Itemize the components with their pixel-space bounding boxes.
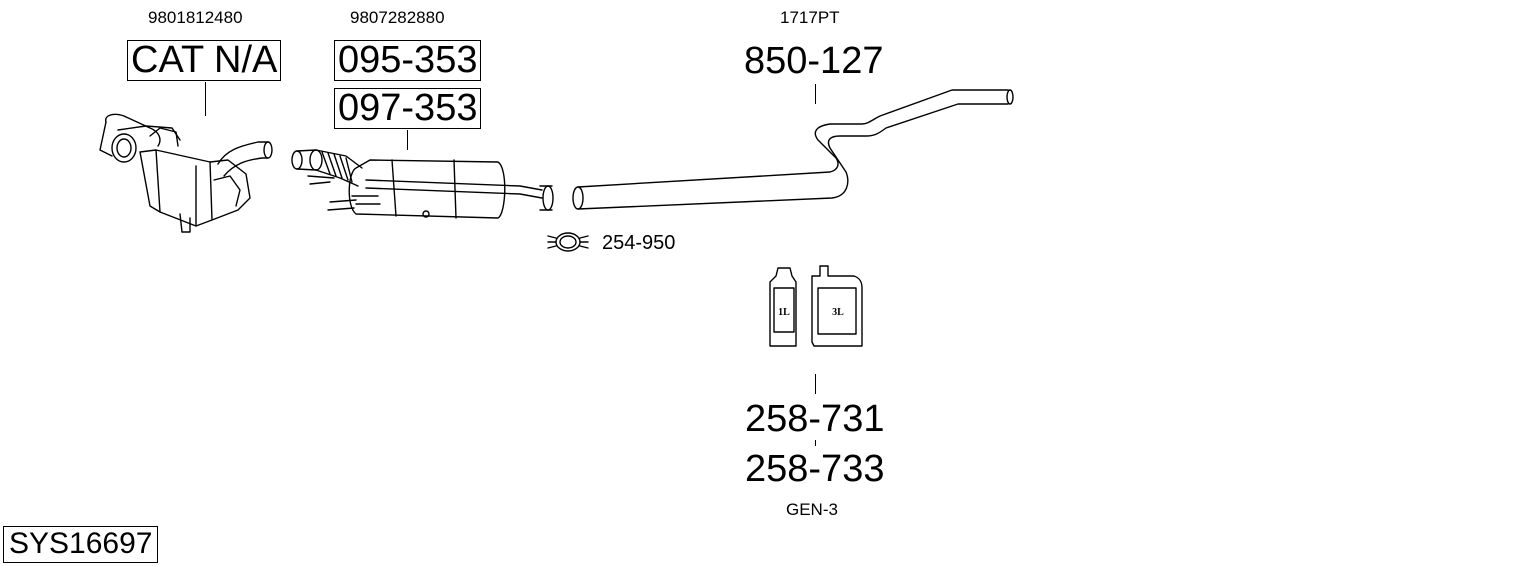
clamp-part-number: 254-950: [602, 232, 676, 254]
fluid-cans-drawing: [769, 265, 863, 347]
system-code: SYS16697: [3, 526, 159, 563]
leader-line: [815, 440, 816, 446]
part-number: 258-731: [745, 398, 885, 440]
leader-line: [815, 374, 816, 394]
leader-line: [407, 130, 408, 150]
part-number: 258-733: [745, 448, 885, 490]
small-can-label: 1L: [778, 307, 790, 318]
part-number: 095-353: [334, 40, 482, 81]
oem-number: 1717PT: [780, 8, 840, 27]
part-number: CAT N/A: [127, 40, 282, 81]
catalytic-converter-drawing: [99, 113, 273, 233]
fluid-note: GEN-3: [786, 500, 838, 519]
oem-number: 9801812480: [148, 8, 243, 27]
leader-line: [205, 82, 206, 116]
clamp-drawing: [547, 232, 589, 252]
part-number: 097-353: [334, 88, 482, 129]
dpf-drawing: [291, 149, 554, 219]
part-number: 850-127: [744, 40, 884, 82]
large-can-label: 3L: [832, 307, 844, 318]
oem-number: 9807282880: [350, 8, 445, 27]
leader-line: [815, 84, 816, 104]
tailpipe-drawing: [572, 89, 1014, 210]
